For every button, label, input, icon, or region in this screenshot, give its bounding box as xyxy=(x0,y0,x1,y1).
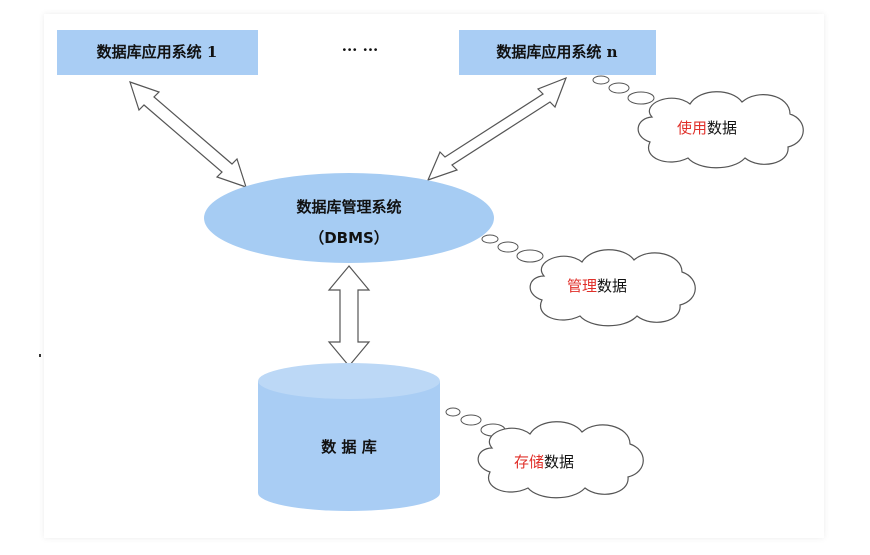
app-box-1-label: 数据库应用系统 1 xyxy=(97,43,218,61)
double-arrow-left xyxy=(129,81,247,188)
app-box-n: 数据库应用系统 n xyxy=(459,30,656,75)
cloud-store-label: 存储数据 xyxy=(514,453,574,471)
double-arrow-vertical xyxy=(327,265,371,367)
cloud-use-label: 使用数据 xyxy=(677,119,737,137)
app-box-n-label: 数据库应用系统 n xyxy=(496,43,617,61)
cloud-store-data: 存储数据 xyxy=(445,407,644,499)
database-cylinder: 数 据 库 xyxy=(258,363,440,511)
dbms-label-line2: （DBMS） xyxy=(309,229,389,247)
double-arrow-right xyxy=(426,76,568,182)
cloud-use-data: 使用数据 xyxy=(592,75,804,169)
ellipsis-label: ··· ··· xyxy=(342,41,379,59)
app-box-1: 数据库应用系统 1 xyxy=(57,30,258,75)
stray-mark xyxy=(39,354,41,357)
dbms-ellipse: 数据库管理系统 （DBMS） xyxy=(204,173,494,263)
dbms-label-line1: 数据库管理系统 xyxy=(296,198,401,216)
cloud-manage-label: 管理数据 xyxy=(567,277,627,295)
cloud-manage-data: 管理数据 xyxy=(481,234,696,327)
database-label: 数 据 库 xyxy=(321,438,376,456)
